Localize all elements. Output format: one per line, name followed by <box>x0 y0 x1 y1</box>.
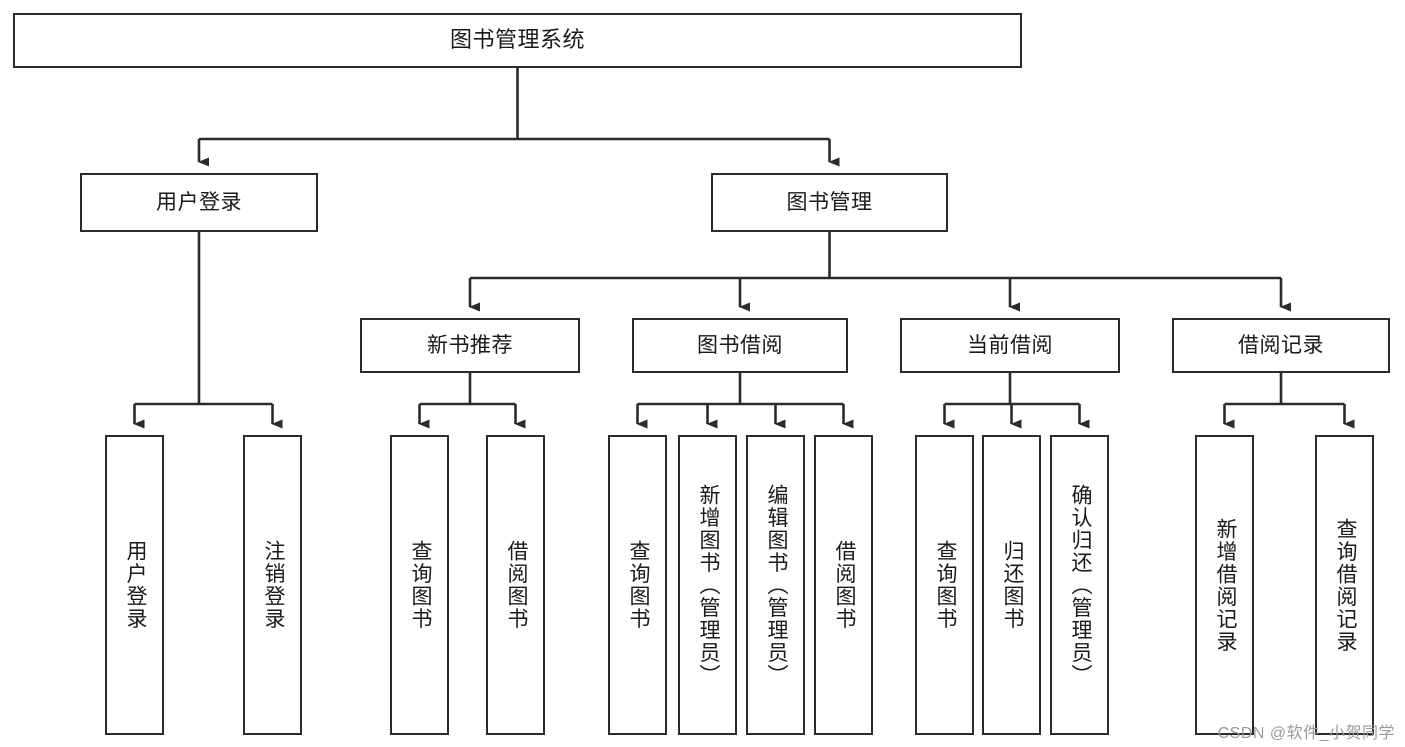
node-book-borrow[interactable]: 图书借阅 <box>632 318 848 373</box>
node-leaf-borrow-book[interactable]: 借阅图书 <box>814 435 873 735</box>
node-leaf-query-book-recommend[interactable]: 查询图书 <box>390 435 449 735</box>
node-label: 借阅图书 <box>504 540 528 630</box>
node-label: 新书推荐 <box>427 333 513 357</box>
node-current-borrow[interactable]: 当前借阅 <box>900 318 1120 373</box>
node-label: 图书管理系统 <box>449 27 585 53</box>
node-borrow-record[interactable]: 借阅记录 <box>1172 318 1390 373</box>
node-label: 用户登录 <box>123 540 147 630</box>
node-leaf-query-borrow-record[interactable]: 查询借阅记录 <box>1315 435 1374 735</box>
node-label: 编辑图书（管理员） <box>764 483 788 687</box>
node-label: 查询图书 <box>408 540 432 630</box>
node-label: 图书管理 <box>786 190 873 214</box>
node-label: 借阅记录 <box>1238 333 1324 357</box>
node-leaf-query-book-borrow[interactable]: 查询图书 <box>608 435 667 735</box>
node-label: 图书借阅 <box>697 333 783 357</box>
node-label: 确认归还（管理员） <box>1068 483 1092 687</box>
node-leaf-borrow-book-recommend[interactable]: 借阅图书 <box>486 435 545 735</box>
node-label: 当前借阅 <box>967 333 1053 357</box>
node-label: 查询图书 <box>933 540 957 630</box>
node-label: 新增借阅记录 <box>1213 517 1237 653</box>
node-new-book-recommend[interactable]: 新书推荐 <box>360 318 580 373</box>
node-label: 借阅图书 <box>832 540 856 630</box>
node-book-management[interactable]: 图书管理 <box>711 173 948 232</box>
node-label: 查询借阅记录 <box>1333 517 1357 653</box>
node-leaf-confirm-return[interactable]: 确认归还（管理员） <box>1050 435 1109 735</box>
node-label: 新增图书（管理员） <box>696 483 720 687</box>
node-leaf-add-borrow-record[interactable]: 新增借阅记录 <box>1195 435 1254 735</box>
node-leaf-query-book-current[interactable]: 查询图书 <box>915 435 974 735</box>
node-leaf-user-login[interactable]: 用户登录 <box>105 435 164 735</box>
node-user-login[interactable]: 用户登录 <box>80 173 318 232</box>
node-label: 注销登录 <box>261 540 285 630</box>
node-label: 查询图书 <box>626 540 650 630</box>
node-leaf-add-book[interactable]: 新增图书（管理员） <box>678 435 737 735</box>
node-label: 归还图书 <box>1000 540 1024 630</box>
node-root[interactable]: 图书管理系统 <box>13 13 1022 68</box>
node-leaf-return-book[interactable]: 归还图书 <box>982 435 1041 735</box>
node-label: 用户登录 <box>156 190 242 214</box>
node-leaf-edit-book[interactable]: 编辑图书（管理员） <box>746 435 805 735</box>
node-leaf-user-logout[interactable]: 注销登录 <box>243 435 302 735</box>
